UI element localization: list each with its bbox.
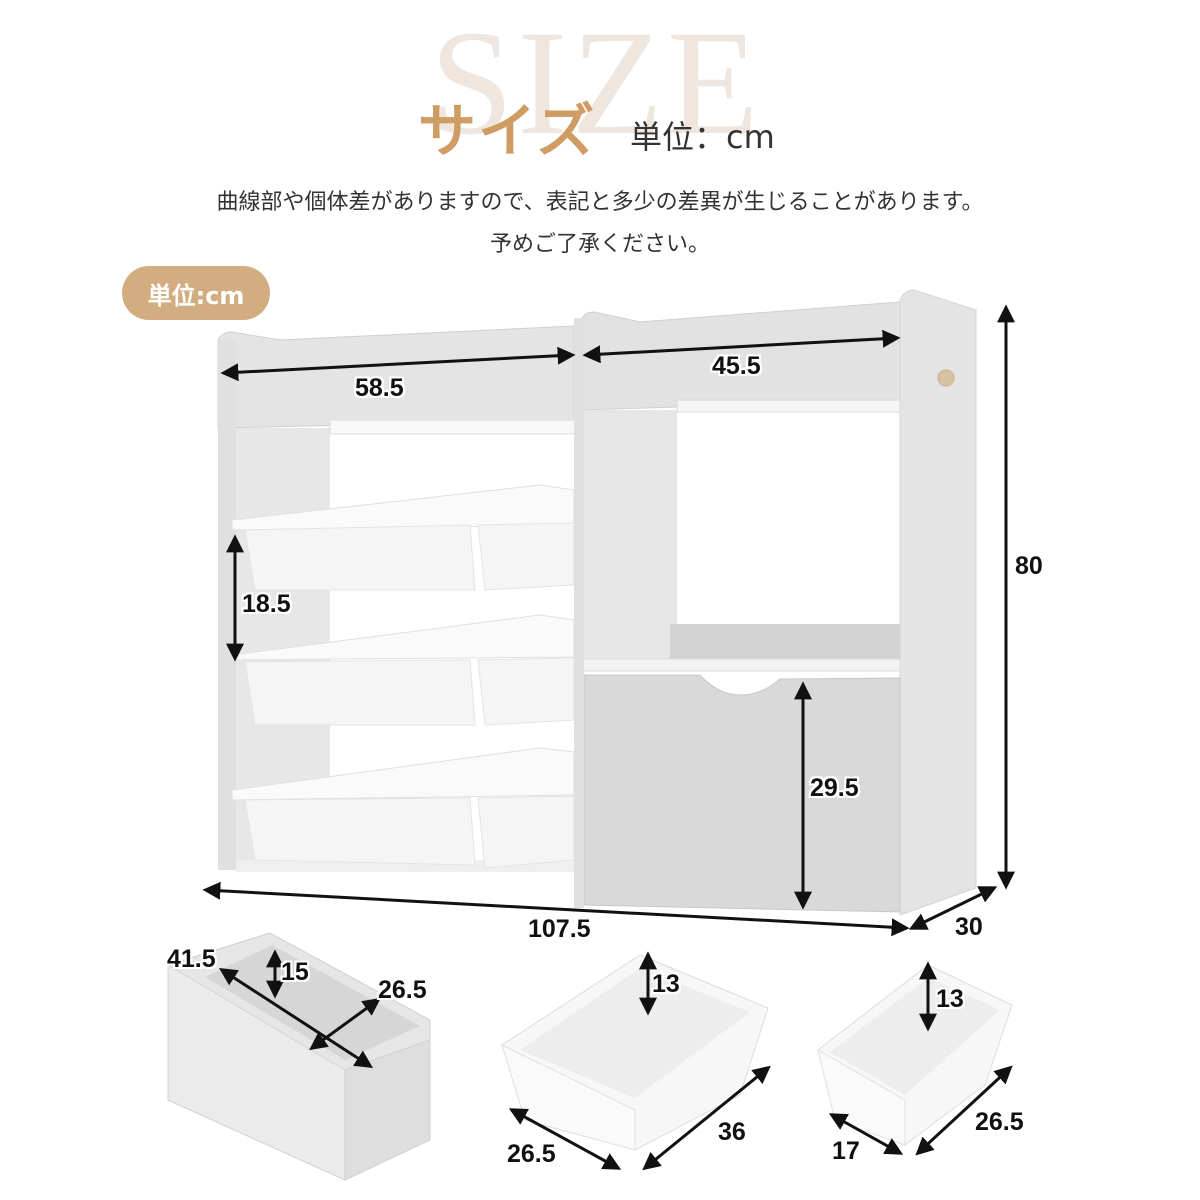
bin-row-height-label: 18.5 — [242, 590, 291, 618]
drawer-length-label: 41.5 — [167, 945, 216, 973]
disclaimer-line-1: 曲線部や個体差がありますので、表記と多少の差異が生じることがあります。 — [216, 190, 984, 215]
left-section-width-label: 58.5 — [355, 374, 404, 402]
large-bin-width-label: 26.5 — [507, 1140, 556, 1168]
background-size-word: SIZE — [430, 0, 763, 166]
small-bin-dimension-lines — [828, 961, 1013, 1156]
total-width-label: 107.5 — [528, 915, 591, 943]
drawer-width-label: 26.5 — [378, 976, 427, 1004]
large-bin-length-label: 36 — [718, 1118, 746, 1146]
large-bin-height-label: 13 — [652, 970, 680, 998]
drawer-dimension-lines — [218, 949, 381, 1068]
right-section-width-label: 45.5 — [712, 352, 761, 380]
disclaimer-line-2: 予めご了承ください。 — [489, 232, 710, 257]
unit-badge: 単位:cm — [122, 266, 270, 320]
unit-label: 単位：cm — [630, 118, 775, 156]
dimension-lines — [202, 304, 1015, 937]
shelf-right-section — [574, 289, 977, 916]
small-bin-width-label: 17 — [832, 1137, 860, 1165]
depth-label: 30 — [955, 913, 983, 941]
cabinet-height-label: 29.5 — [810, 774, 859, 802]
small-bin-height-label: 13 — [936, 985, 964, 1013]
bins — [231, 484, 575, 869]
total-height-label: 80 — [1015, 552, 1043, 580]
page-title: サイズ — [418, 97, 597, 165]
small-bin-length-label: 26.5 — [975, 1108, 1024, 1136]
drawer-height-label: 15 — [281, 958, 309, 986]
large-bin-dimension-lines — [508, 951, 771, 1171]
